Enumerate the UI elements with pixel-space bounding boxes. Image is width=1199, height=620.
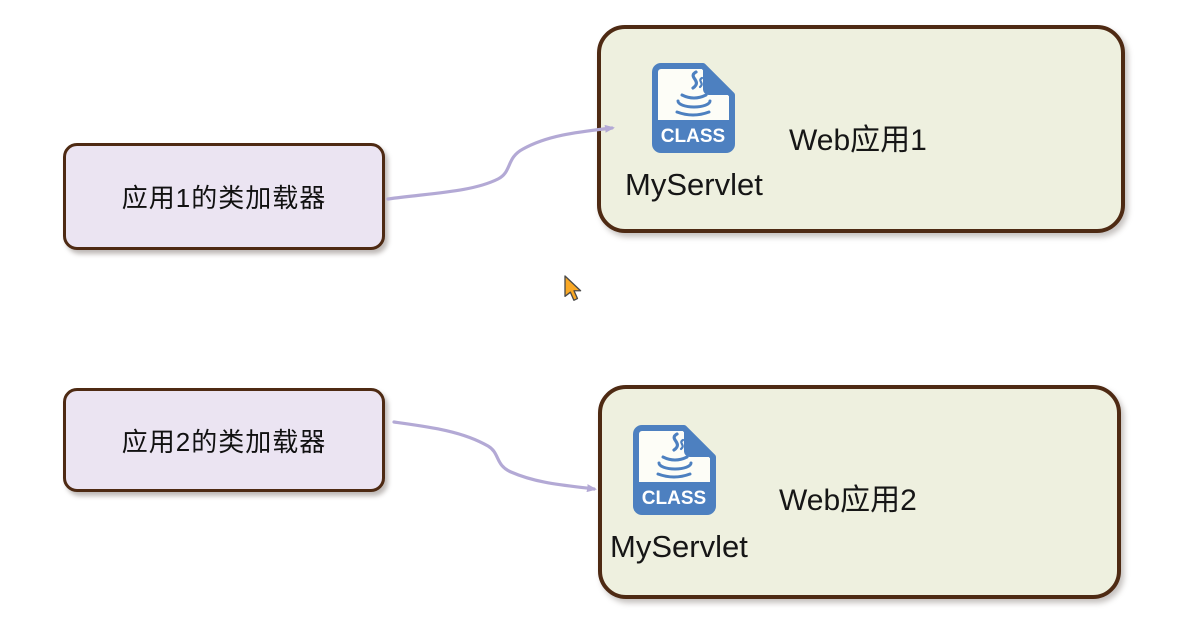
- classloader-1-box: 应用1的类加载器: [63, 143, 385, 250]
- connector-loader2-to-webapp2: [392, 420, 597, 493]
- classloader-1-label: 应用1的类加载器: [121, 183, 327, 213]
- classloader-2-label: 应用2的类加载器: [121, 426, 327, 457]
- class-file-type-label: CLASS: [661, 126, 725, 147]
- classloader-2-box: 应用2的类加载器: [63, 388, 385, 492]
- webapp-1-servlet-name: MyServlet: [625, 167, 763, 202]
- mouse-cursor-icon: [564, 275, 582, 301]
- java-class-file-icon: CLASS: [633, 425, 716, 515]
- webapp-1-title: Web应用1: [789, 124, 927, 157]
- webapp-1-panel: CLASS Web应用1 MyServlet: [597, 25, 1125, 233]
- webapp-2-title: Web应用2: [779, 484, 917, 517]
- webapp-2-panel: CLASS Web应用2 MyServlet: [598, 385, 1121, 599]
- class-file-type-label: CLASS: [642, 488, 706, 509]
- connector-loader1-to-webapp1: [386, 124, 615, 201]
- webapp-2-servlet-name: MyServlet: [610, 529, 748, 564]
- java-class-file-icon: CLASS: [652, 63, 735, 153]
